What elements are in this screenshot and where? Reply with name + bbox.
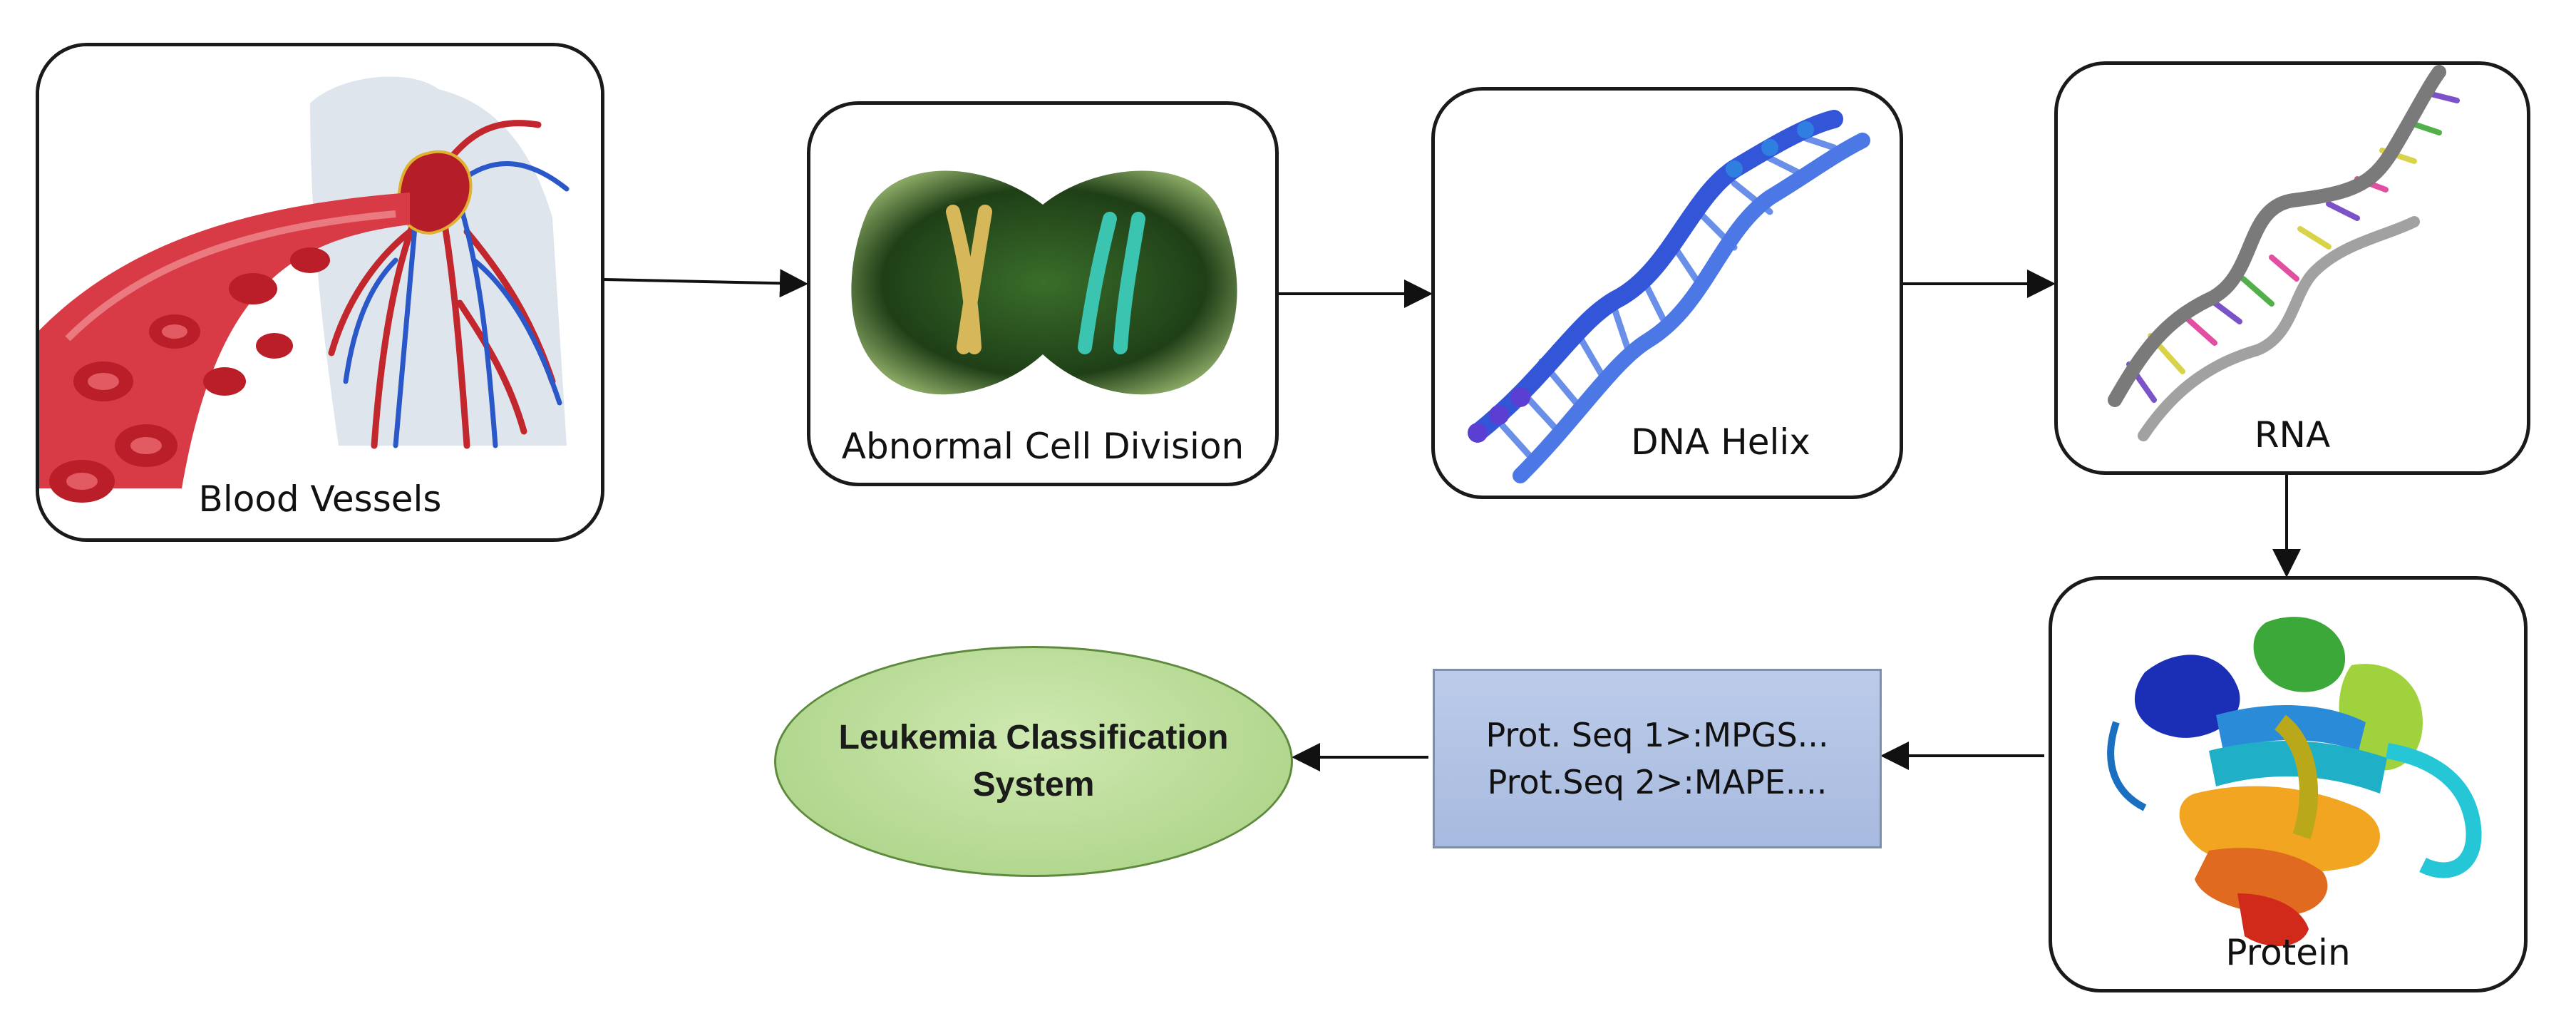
outcome-label-line-1: Leukemia Classification bbox=[838, 719, 1229, 756]
outcome-label-line-2: System bbox=[972, 766, 1095, 804]
node-rna: RNA bbox=[2054, 61, 2530, 475]
blood-vessels-illustration-icon bbox=[39, 46, 601, 538]
rna-strand-illustration-icon bbox=[2108, 65, 2460, 441]
arrow-blood-to-division bbox=[604, 269, 808, 298]
node-label-protein: Protein bbox=[2225, 932, 2351, 973]
node-label-cell-division: Abnormal Cell Division bbox=[841, 426, 1245, 467]
node-label-rna: RNA bbox=[2254, 414, 2331, 456]
protein-sequence-box: Prot. Seq 1>:MPGS... Prot.Seq 2>:MAPE...… bbox=[1433, 669, 1882, 848]
leukemia-classification-node: Leukemia Classification System bbox=[774, 646, 1293, 877]
node-dna-helix: DNA Helix bbox=[1431, 87, 1903, 499]
node-label-dna-helix: DNA Helix bbox=[1631, 421, 1810, 463]
protein-ribbon-illustration-icon bbox=[2107, 617, 2482, 946]
node-protein: Protein bbox=[2049, 576, 2528, 992]
node-cell-division: Abnormal Cell Division bbox=[807, 101, 1279, 486]
node-blood-vessels: Blood Vessels bbox=[36, 43, 604, 542]
node-label-blood-vessels: Blood Vessels bbox=[198, 478, 442, 520]
dividing-cell-illustration-icon bbox=[851, 170, 1237, 395]
protein-sequence-line-1: Prot. Seq 1>:MPGS... bbox=[1485, 716, 1829, 754]
dna-helix-illustration-icon bbox=[1468, 110, 1870, 483]
protein-sequence-line-2: Prot.Seq 2>:MAPE.... bbox=[1487, 763, 1828, 801]
